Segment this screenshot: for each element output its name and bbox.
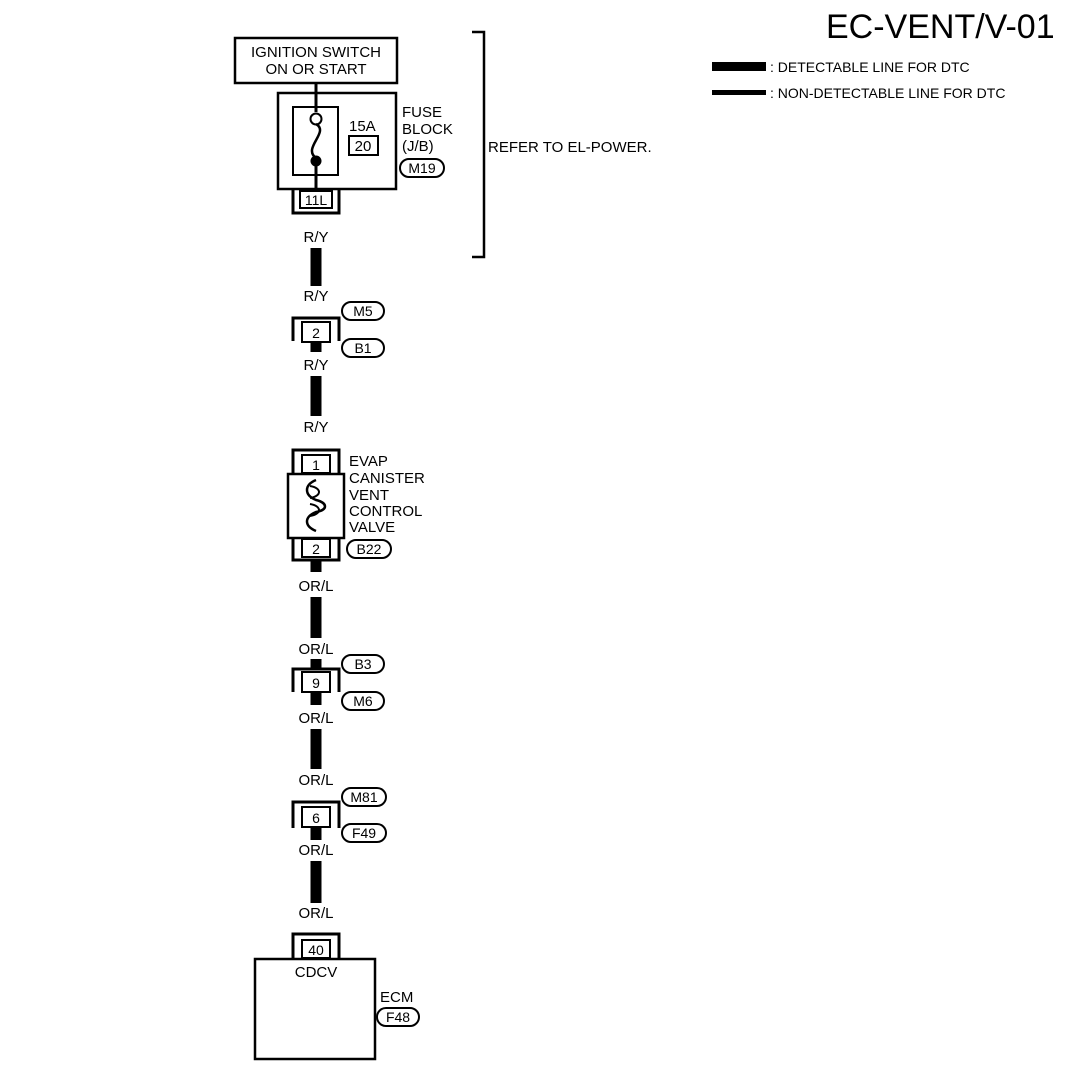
valve-connector-id: B22 (357, 541, 382, 557)
fuse-connector-badge (399, 158, 445, 178)
ignition-label-line2: ON OR START (265, 61, 366, 78)
ecm-label: ECM (380, 989, 413, 1006)
fuse-label-1: FUSE (402, 104, 442, 121)
connector-m81-f49-pin: 6 (312, 810, 320, 826)
connector-b3-m6-pin: 9 (312, 675, 320, 691)
solenoid-coil-icon (305, 478, 327, 533)
connector-m81-id: M81 (350, 789, 377, 805)
power-bracket (472, 30, 486, 259)
fuse-bottom-terminal (310, 155, 322, 167)
fuse-element (310, 122, 322, 160)
non-detectable-line-swatch (712, 90, 766, 95)
connector-b1-id: B1 (354, 340, 371, 356)
valve-pin-1: 1 (312, 457, 320, 473)
valve-label-5: VALVE (349, 519, 395, 536)
fuse-connector-id: M19 (408, 160, 435, 176)
legend-non-detectable-label: : NON-DETECTABLE LINE FOR DTC (770, 85, 1005, 101)
legend: : DETECTABLE LINE FOR DTC : NON-DETECTAB… (712, 59, 1005, 101)
fuse-label-3: (J/B) (402, 138, 434, 155)
connector-m5-id: M5 (353, 303, 373, 319)
ignition-label-line1: IGNITION SWITCH (251, 44, 381, 61)
diagram-title: EC-VENT/V-01 (826, 8, 1055, 46)
ecm-body (253, 957, 377, 1061)
connector-m5-b1: 2 M5 B1 (291, 301, 385, 358)
valve-label-3: VENT (349, 487, 389, 504)
connector-m81-f49: 6 M81 F49 (291, 787, 387, 843)
ignition-switch-box: IGNITION SWITCH ON OR START (233, 36, 399, 85)
terminal-11l-label: 11L (305, 192, 328, 208)
ecm-connector-id: F48 (386, 1009, 410, 1025)
fuse-label-2: BLOCK (402, 121, 453, 138)
wire-color-ry-2: R/Y (303, 288, 328, 305)
terminal-11l: 11L (291, 189, 341, 215)
connector-b3-m6: 9 B3 M6 (291, 654, 385, 711)
wire-color-ry-4: R/Y (303, 419, 328, 436)
valve-label-4: CONTROL (349, 503, 422, 520)
evap-canister-vent-control-valve: 1 2 EVAP CANISTER VENT CONTROL VALVE B22 (286, 448, 425, 562)
wire-color-ry-3: R/Y (303, 357, 328, 374)
wire-color-orl-4: OR/L (298, 772, 333, 789)
wire-color-orl-3: OR/L (298, 710, 333, 727)
connector-m5-b1-pin: 2 (312, 325, 320, 341)
valve-label-1: EVAP (349, 453, 388, 470)
fuse-block-frame (276, 91, 398, 191)
ecm-pin: 40 (308, 942, 324, 958)
ecm-terminal-name: CDCV (295, 964, 338, 981)
fuse-block: 15A 20 FUSE BLOCK (J/B) M19 (276, 91, 453, 196)
legend-detectable-label: : DETECTABLE LINE FOR DTC (770, 59, 970, 75)
refer-note: REFER TO EL-POWER. (488, 139, 652, 156)
connector-m6-id: M6 (353, 693, 373, 709)
fuse-top-terminal (309, 112, 323, 126)
connector-f49-id: F49 (352, 825, 376, 841)
wire-color-orl-5: OR/L (298, 842, 333, 859)
fuse-number: 20 (355, 138, 372, 155)
wire-color-orl-1: OR/L (298, 578, 333, 595)
wire-color-ry-1: R/Y (303, 229, 328, 246)
fuse-amperage: 15A (349, 118, 376, 135)
wire-color-orl-2: OR/L (298, 641, 333, 658)
fuse-number-box (348, 135, 379, 156)
valve-pin-2: 2 (312, 541, 320, 557)
detectable-line-swatch (712, 62, 766, 71)
wire-color-orl-6: OR/L (298, 905, 333, 922)
valve-label-2: CANISTER (349, 470, 425, 487)
ecm-unit: 40 CDCV ECM F48 (253, 932, 420, 1061)
connector-b3-id: B3 (354, 656, 371, 672)
